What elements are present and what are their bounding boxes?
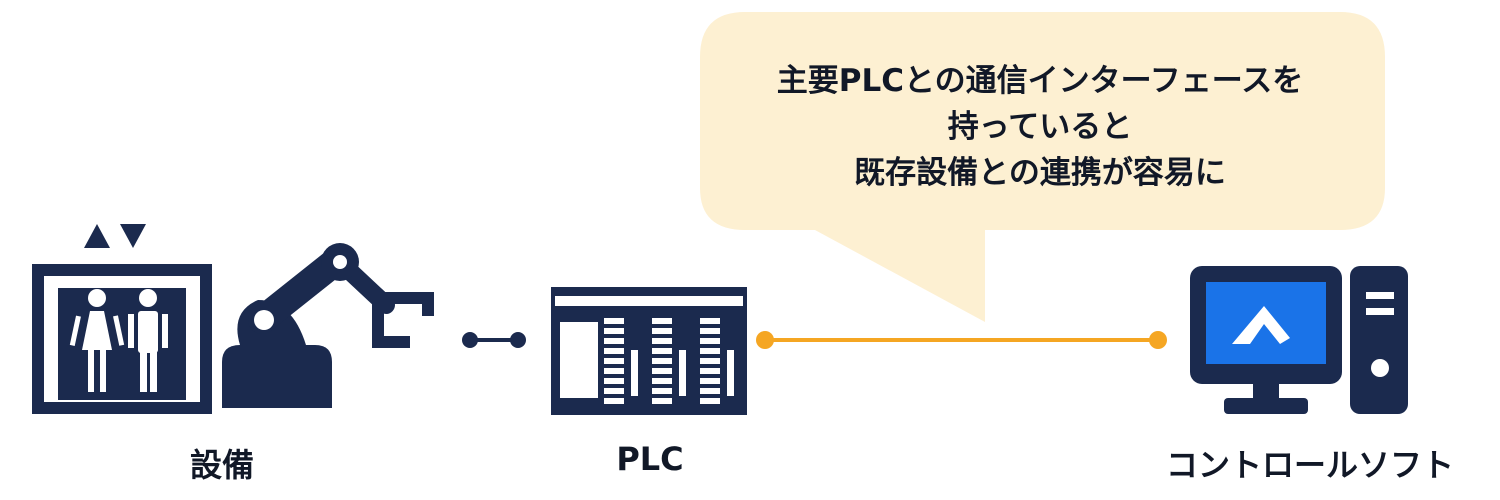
equipment-label: 設備 — [189, 446, 254, 484]
plc-led — [700, 338, 720, 344]
plc-led — [652, 348, 672, 354]
computer-icon — [1190, 266, 1408, 414]
plc-icon — [551, 287, 747, 415]
callout-line-1: 主要PLCとの通信インターフェースを — [776, 63, 1304, 99]
plc-led — [604, 388, 624, 394]
plc-led — [652, 398, 672, 404]
plc-led — [652, 378, 672, 384]
plc-led — [652, 328, 672, 334]
plc-led — [700, 368, 720, 374]
plc-led — [604, 398, 624, 404]
callout-bubble — [700, 12, 1385, 322]
callout-text: 主要PLCとの通信インターフェースを 持っていると 既存設備との連携が容易に — [700, 58, 1380, 196]
plc-slot — [679, 350, 686, 396]
plc-led — [700, 318, 720, 324]
plc-led — [700, 388, 720, 394]
software-label: コントロールソフト — [1165, 446, 1454, 484]
plc-led — [700, 378, 720, 384]
elevator-icon — [32, 224, 212, 414]
plc-led — [604, 378, 624, 384]
plc-label: PLC — [616, 440, 684, 478]
plc-led — [604, 358, 624, 364]
plc-led — [652, 358, 672, 364]
plc-led — [700, 328, 720, 334]
plc-led — [652, 368, 672, 374]
plc-led — [652, 388, 672, 394]
callout-line-3: 既存設備との連携が容易に — [854, 155, 1226, 191]
plc-slot — [727, 350, 734, 396]
plc-led — [604, 338, 624, 344]
robot-arm-icon — [222, 243, 434, 408]
connector-plc-software — [756, 331, 1167, 349]
connector-equipment-plc — [462, 332, 526, 348]
plc-led — [604, 318, 624, 324]
plc-led — [652, 318, 672, 324]
plc-led — [652, 338, 672, 344]
plc-led — [604, 348, 624, 354]
plc-slot — [631, 350, 638, 396]
app-logo-icon — [1232, 306, 1290, 344]
plc-led — [604, 368, 624, 374]
plc-led — [700, 358, 720, 364]
callout-line-2: 持っていると — [947, 109, 1133, 145]
plc-led — [604, 328, 624, 334]
plc-led — [700, 348, 720, 354]
plc-led — [700, 398, 720, 404]
